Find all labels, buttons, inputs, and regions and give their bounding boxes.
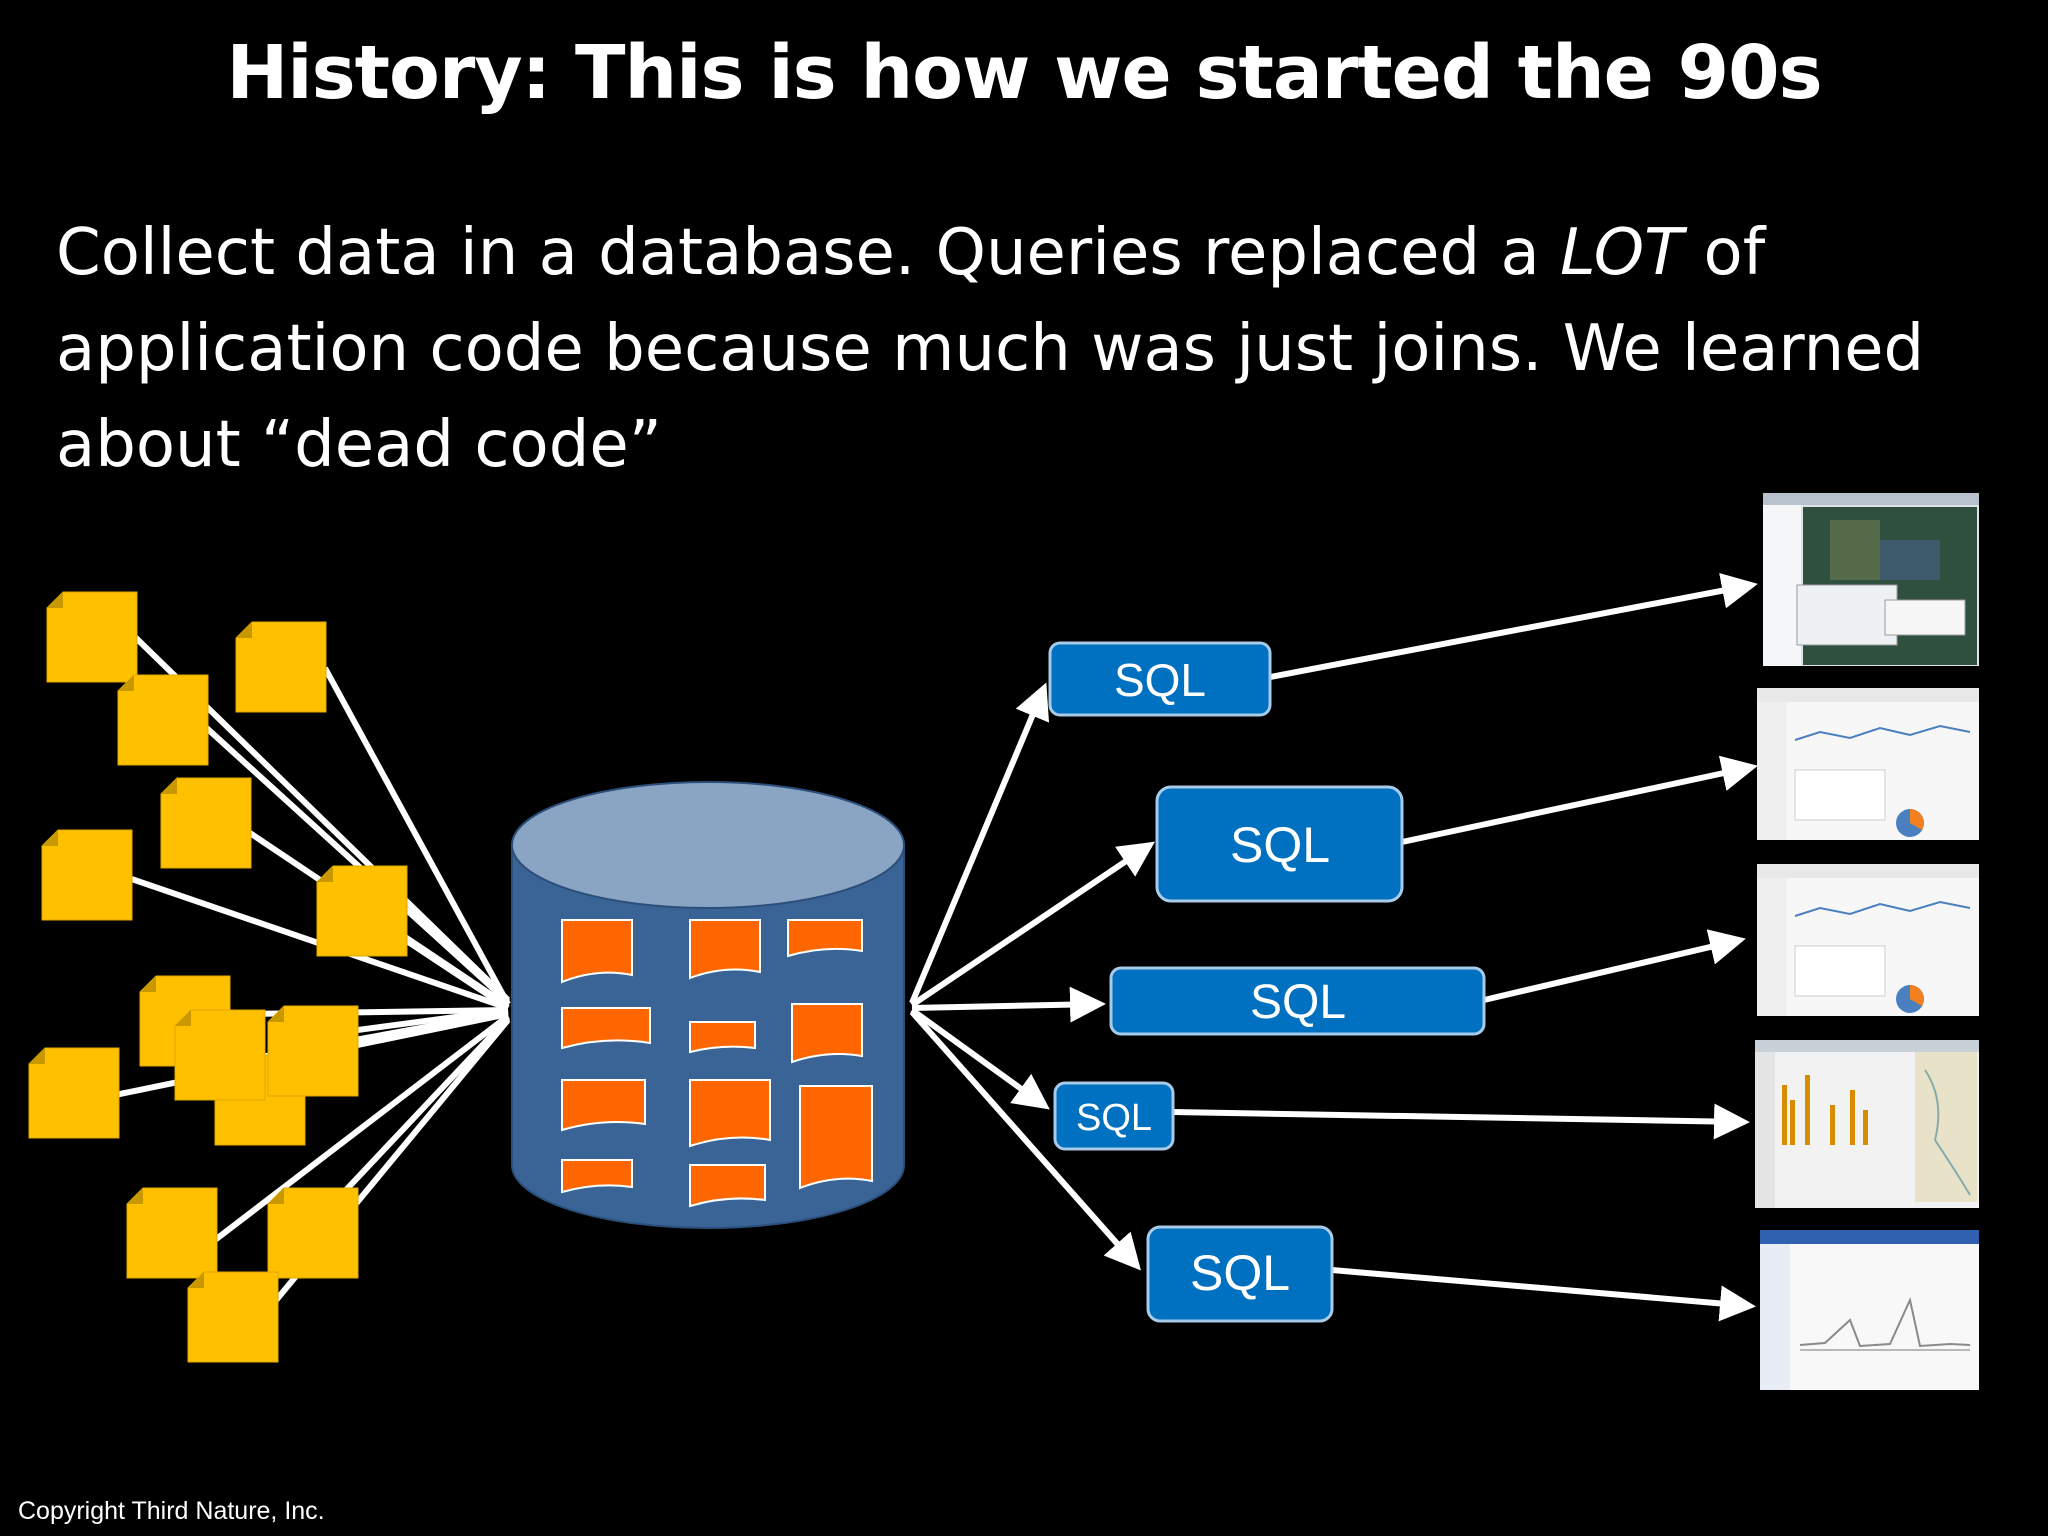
database-records <box>561 919 873 1208</box>
sql-label: SQL <box>1250 976 1346 1029</box>
document-icon <box>126 1187 218 1279</box>
sql-to-report-arrows <box>1172 572 1758 1322</box>
document-icon <box>41 829 133 921</box>
sql-label: SQL <box>1076 1097 1152 1139</box>
document-icon <box>187 1271 279 1363</box>
sql-query-box: SQL <box>1048 641 1272 717</box>
body-text-emphasis: LOT <box>1560 216 1684 290</box>
database-to-sql-arrows <box>909 682 1155 1271</box>
sql-label: SQL <box>1230 817 1330 873</box>
sql-label: SQL <box>1190 1245 1290 1301</box>
sql-label: SQL <box>1114 654 1206 706</box>
sql-query-box: SQL <box>1155 785 1404 903</box>
bar-chart-map-screenshot <box>1755 1040 1979 1208</box>
sql-query-box: SQL <box>1109 966 1486 1036</box>
body-text-part: of application code because much was jus… <box>56 216 1925 482</box>
document-icon <box>174 1009 266 1101</box>
slide-title: History: This is how we started the 90s <box>226 30 1822 116</box>
document-icon <box>160 777 252 869</box>
dashboard-screenshot <box>1757 688 1979 840</box>
sql-query-box: SQL <box>1146 1225 1334 1323</box>
database-cylinder-icon <box>511 781 905 1229</box>
sql-query-box: SQL <box>1053 1081 1175 1151</box>
copyright-notice: Copyright Third Nature, Inc. <box>18 1497 325 1525</box>
document-icon <box>235 621 327 713</box>
line-chart-report-screenshot <box>1760 1230 1979 1390</box>
document-icon <box>316 865 408 957</box>
dashboard-screenshot <box>1757 864 1979 1016</box>
document-icon <box>46 591 138 683</box>
body-text-part: Collect data in a database. Queries repl… <box>56 216 1561 290</box>
source-documents <box>28 591 408 1363</box>
document-icon <box>28 1047 120 1139</box>
map-application-screenshot <box>1763 493 1979 666</box>
document-icon <box>117 674 209 766</box>
document-icon <box>267 1187 359 1279</box>
document-icon <box>267 1005 359 1097</box>
slide-body-text: Collect data in a database. Queries repl… <box>56 205 1956 493</box>
